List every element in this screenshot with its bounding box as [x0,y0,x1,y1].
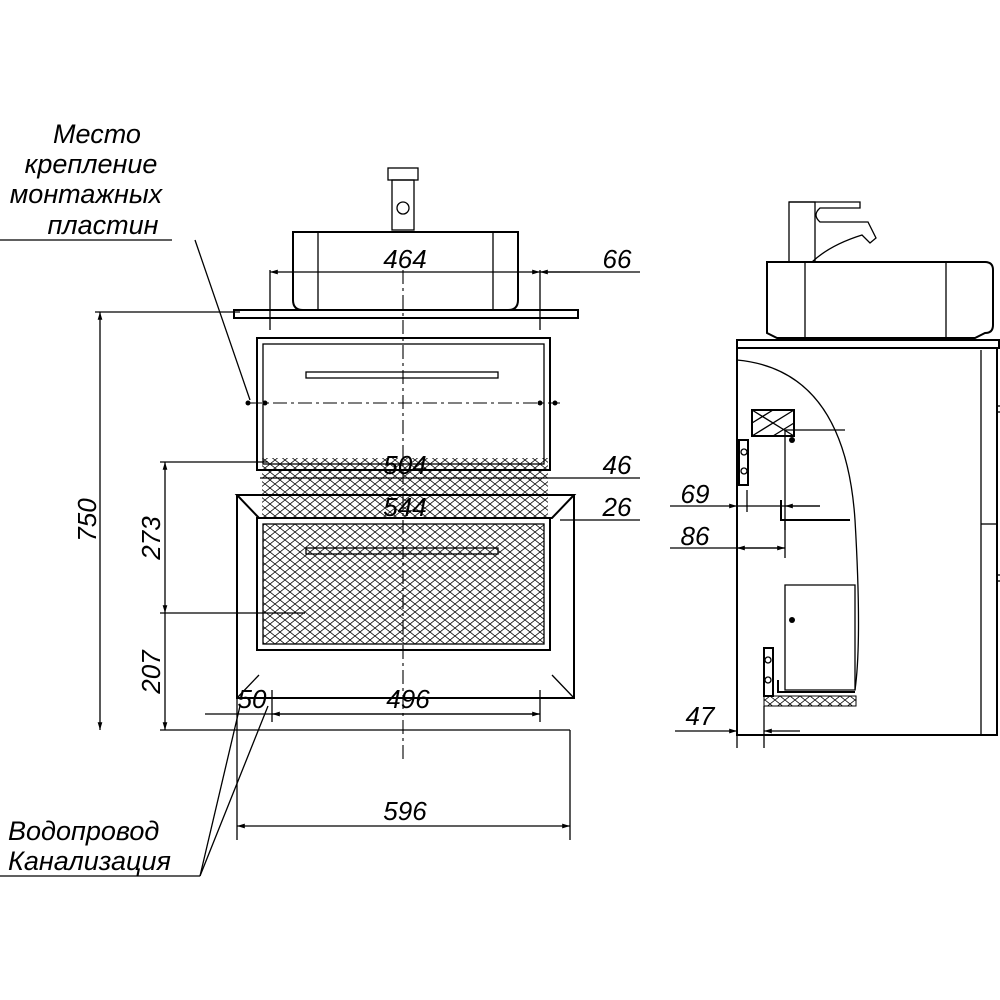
dimension-lines [0,239,640,877]
dim-544: 544 [383,492,426,522]
basin-side [766,261,994,340]
lower-cabinet [234,494,577,699]
dim-273: 273 [136,516,166,561]
cabinet-side [736,347,1000,736]
dim-750: 750 [72,498,102,542]
svg-text:Место: Место [53,119,141,149]
faucet-side [788,201,877,263]
dim-207: 207 [136,649,166,695]
side-dimension-lines [670,490,820,748]
side-view: 69 86 47 [670,201,1000,748]
mount-plates-label: Место крепление монтажных пластин [10,119,164,240]
svg-text:крепление: крепление [25,149,158,179]
front-view: 464 66 504 46 544 26 750 273 207 50 496 … [0,119,640,877]
dim-47: 47 [686,701,716,731]
dim-69: 69 [681,479,710,509]
utilities-label: Водопровод Канализация [8,816,171,876]
dim-496: 496 [386,684,430,714]
dim-86: 86 [681,521,710,551]
countertop-front [233,309,579,319]
dim-46: 46 [603,450,632,480]
dim-50: 50 [238,684,267,714]
dim-66: 66 [603,244,632,274]
faucet-front [387,167,419,231]
svg-text:Водопровод: Водопровод [8,816,159,846]
dim-26: 26 [602,492,632,522]
svg-text:Канализация: Канализация [8,846,171,876]
countertop-side [736,339,1000,349]
dim-596: 596 [383,796,427,826]
svg-text:монтажных: монтажных [10,179,164,209]
dim-464: 464 [383,244,426,274]
svg-text:пластин: пластин [48,210,159,240]
dim-504: 504 [383,450,426,480]
